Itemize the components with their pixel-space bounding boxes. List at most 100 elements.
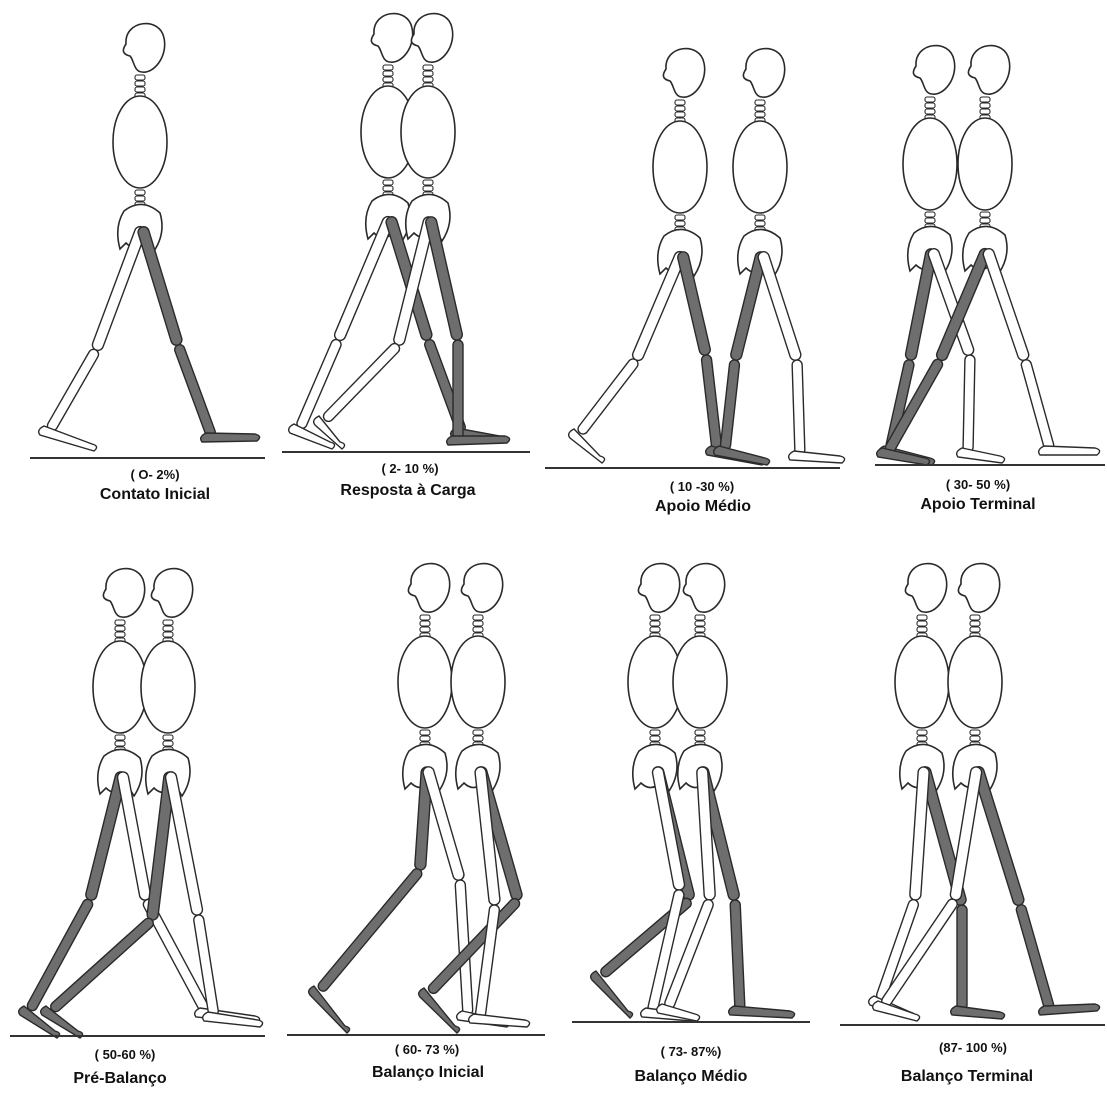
neck-vertebra xyxy=(163,632,173,637)
shank xyxy=(963,355,975,452)
lumbar-vertebra xyxy=(675,221,685,226)
neck-vertebra xyxy=(135,75,145,80)
neck-vertebra xyxy=(135,87,145,92)
dark-foot xyxy=(309,986,350,1033)
neck-vertebra xyxy=(695,621,705,626)
neck-vertebra xyxy=(115,626,125,631)
neck-vertebra xyxy=(383,71,393,76)
gait-panel-7 xyxy=(591,564,795,1021)
torso xyxy=(93,641,147,733)
torso xyxy=(141,641,195,733)
lumbar-vertebra xyxy=(115,735,125,740)
phase-name-p6: Balanço Inicial xyxy=(328,1064,528,1082)
neck-vertebra xyxy=(917,621,927,626)
torso xyxy=(451,636,505,728)
foot xyxy=(1039,446,1100,455)
dark-foot xyxy=(951,1006,1005,1019)
thigh xyxy=(333,215,395,342)
neck-vertebra xyxy=(695,615,705,620)
stick-figure xyxy=(19,569,260,1038)
neck-vertebra xyxy=(970,615,980,620)
lumbar-vertebra xyxy=(383,186,393,191)
neck-vertebra xyxy=(980,103,990,108)
lumbar-vertebra xyxy=(135,190,145,195)
torso xyxy=(733,121,787,213)
lumbar-vertebra xyxy=(115,741,125,746)
head xyxy=(968,46,1009,95)
neck-vertebra xyxy=(970,627,980,632)
gait-panel-3 xyxy=(569,49,845,465)
head xyxy=(371,14,412,63)
dark-shank xyxy=(453,340,463,440)
lumbar-vertebra xyxy=(423,180,433,185)
neck-vertebra xyxy=(423,71,433,76)
phase-name-p5: Pré-Balanço xyxy=(20,1070,220,1088)
stick-figure xyxy=(289,14,505,449)
dark-foot xyxy=(729,1006,795,1018)
neck-vertebra xyxy=(115,632,125,637)
phase-name-p1: Contato Inicial xyxy=(55,486,255,504)
neck-vertebra xyxy=(917,627,927,632)
torso xyxy=(673,636,727,728)
dark-shank xyxy=(884,358,945,455)
head xyxy=(461,564,502,613)
head xyxy=(408,564,449,613)
lumbar-vertebra xyxy=(650,736,660,741)
lumbar-vertebra xyxy=(970,736,980,741)
phase-name-p2: Resposta à Carga xyxy=(308,482,508,500)
lumbar-vertebra xyxy=(917,736,927,741)
lumbar-vertebra xyxy=(473,730,483,735)
stick-figure xyxy=(314,14,510,449)
neck-vertebra xyxy=(473,621,483,626)
head xyxy=(103,569,144,618)
lumbar-vertebra xyxy=(420,736,430,741)
foot xyxy=(957,448,1005,463)
phase-percent-p2: ( 2- 10 %) xyxy=(330,461,490,476)
dark-shank xyxy=(49,916,156,1013)
shank xyxy=(475,904,500,1018)
foot xyxy=(789,451,845,463)
dark-foot xyxy=(419,988,460,1033)
lumbar-vertebra xyxy=(163,741,173,746)
gait-panel-2 xyxy=(289,14,510,449)
head xyxy=(958,564,999,613)
phase-percent-p7: ( 73- 87%) xyxy=(611,1044,771,1059)
head xyxy=(905,564,946,613)
torso xyxy=(653,121,707,213)
neck-vertebra xyxy=(423,65,433,70)
lumbar-vertebra xyxy=(980,212,990,217)
neck-vertebra xyxy=(755,112,765,117)
neck-vertebra xyxy=(917,615,927,620)
lumbar-vertebra xyxy=(163,735,173,740)
foot xyxy=(569,429,605,463)
dark-thigh xyxy=(137,225,184,346)
lumbar-vertebra xyxy=(695,730,705,735)
neck-vertebra xyxy=(650,621,660,626)
dark-foot xyxy=(41,1006,83,1038)
dark-foot xyxy=(447,436,510,445)
phase-percent-p3: ( 10 -30 %) xyxy=(622,479,782,494)
dark-foot xyxy=(201,433,260,442)
lumbar-vertebra xyxy=(980,218,990,223)
stick-figure xyxy=(591,564,696,1021)
lumbar-vertebra xyxy=(755,215,765,220)
neck-vertebra xyxy=(925,109,935,114)
lumbar-vertebra xyxy=(650,730,660,735)
neck-vertebra xyxy=(755,106,765,111)
dark-shank xyxy=(173,343,216,438)
lumbar-vertebra xyxy=(675,215,685,220)
lumbar-vertebra xyxy=(383,180,393,185)
head xyxy=(683,564,724,613)
head xyxy=(151,569,192,618)
neck-vertebra xyxy=(650,615,660,620)
neck-vertebra xyxy=(420,627,430,632)
neck-vertebra xyxy=(473,615,483,620)
lumbar-vertebra xyxy=(423,186,433,191)
phase-percent-p4: ( 30- 50 %) xyxy=(898,477,1058,492)
phase-name-p7: Balanço Médio xyxy=(591,1068,791,1086)
phase-percent-p1: ( O- 2%) xyxy=(75,467,235,482)
lumbar-vertebra xyxy=(420,730,430,735)
stick-figure xyxy=(657,564,795,1021)
stick-figure xyxy=(873,564,1100,1021)
